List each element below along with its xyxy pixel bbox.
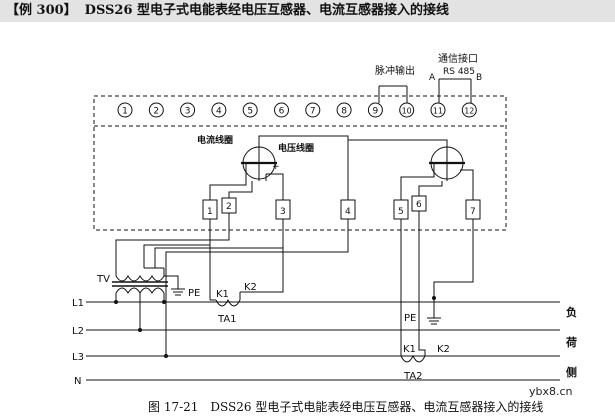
terminal-label-9: 9 [373, 107, 379, 117]
meter-terminal-label-5: 5 [398, 207, 404, 217]
terminal-circle-2 [148, 102, 164, 118]
terminal-label-4: 4 [216, 107, 222, 117]
comm-b-label: B [476, 73, 482, 83]
terminal-circle-11 [430, 102, 446, 118]
terminal-circle-4 [211, 102, 227, 118]
header-title: DSS26 型电子式电能表经电压互感器、电流互感器接入的接线 [84, 3, 450, 18]
k1-a-label: K1 [216, 289, 229, 300]
terminal-label-11: 11 [433, 107, 443, 116]
line-n-label: N [74, 376, 81, 387]
terminal-label-8: 8 [341, 107, 347, 117]
k2-b-label: K2 [437, 344, 450, 355]
terminal-circle-3 [180, 102, 196, 118]
figure-caption-text: DSS26 型电子式电能表经电压互感器、电流互感器接入的接线 [210, 400, 544, 414]
k2-a-label: K2 [244, 282, 257, 293]
load-side-char-1: 负 [566, 305, 577, 319]
terminal-label-10: 10 [402, 107, 412, 116]
line-l2-label: L2 [72, 326, 84, 337]
meter-terminal-label-4: 4 [345, 207, 351, 217]
terminal-label-12: 12 [464, 107, 474, 116]
line-l3-label: L3 [72, 352, 84, 363]
figure-number: 图 17-21 [148, 400, 199, 414]
load-side-char-3: 侧 [566, 365, 577, 379]
tv-secondary-winding [115, 275, 165, 282]
watermark: ybx8.cn [529, 385, 573, 398]
terminal-circle-10 [399, 102, 415, 118]
pe-tv-label: PE [188, 288, 200, 299]
comm-a-label: A [429, 73, 436, 83]
pulse-output-label: 脉冲输出 [375, 64, 415, 77]
terminal-label-2: 2 [153, 107, 159, 117]
terminal-circle-8 [336, 102, 352, 118]
current-coil-label: 电流线圈 [197, 134, 233, 146]
terminal-circle-7 [305, 102, 321, 118]
voltage-coil-label: 电压线圈 [278, 142, 314, 154]
terminal-label-3: 3 [185, 107, 191, 117]
meter-terminal-label-3: 3 [280, 207, 286, 217]
terminal-label-1: 1 [122, 107, 128, 117]
terminal-circle-5 [242, 102, 258, 118]
pe-load-label: PE [404, 313, 416, 324]
terminal-circle-12 [461, 102, 477, 118]
line-l1-label: L1 [72, 298, 84, 309]
tv-primary-winding [115, 287, 165, 294]
ta1-label: TA1 [217, 314, 237, 325]
terminal-circle-1 [117, 102, 133, 118]
page-header: 【例 300】 DSS26 型电子式电能表经电压互感器、电流互感器接入的接线 [0, 0, 615, 22]
figure-caption: 图 17-21 DSS26 型电子式电能表经电压互感器、电流互感器接入的接线 [148, 398, 543, 415]
ta1-winding [215, 298, 241, 307]
terminal-label-7: 7 [310, 107, 316, 117]
tv-label: TV [96, 274, 110, 285]
comm-port-label: 通信接口 [438, 52, 478, 65]
ta2-label: TA2 [403, 371, 423, 382]
terminal-label-6: 6 [279, 107, 285, 117]
plus-label: + [272, 162, 280, 172]
meter-terminal-label-6: 6 [416, 200, 422, 210]
meter-terminal-label-7: 7 [470, 207, 476, 217]
meter-terminal-label-2: 2 [226, 202, 232, 212]
example-tag: 【例 300】 [6, 3, 77, 18]
terminal-circle-6 [274, 102, 289, 118]
comm-std-label: RS 485 [443, 67, 475, 77]
meter-enclosure [93, 95, 507, 231]
load-side-char-2: 荷 [565, 335, 577, 349]
terminal-circle-9 [367, 102, 383, 118]
meter-terminal-label-1: 1 [207, 207, 213, 217]
k1-b-label: K1 [403, 344, 416, 355]
ta2-winding [400, 354, 426, 363]
terminal-label-5: 5 [247, 107, 253, 117]
